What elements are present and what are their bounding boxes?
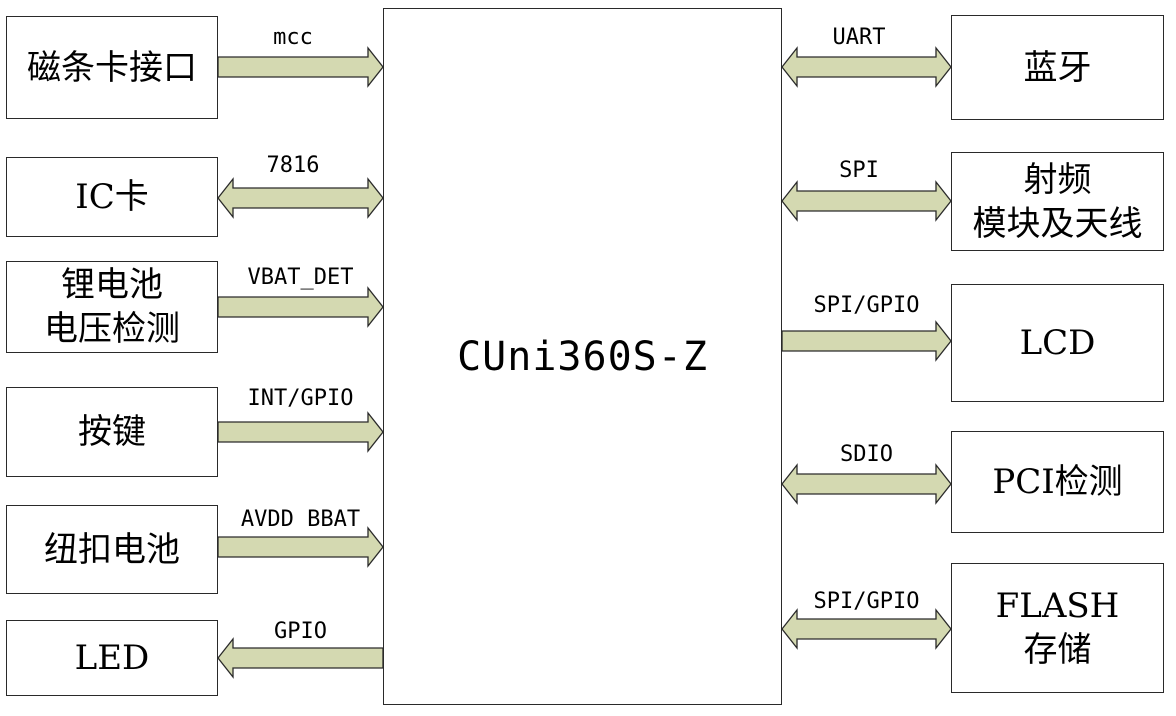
- block-ic-card: IC卡: [6, 157, 218, 237]
- signal-label-spi: SPI: [839, 158, 879, 183]
- core-chip-label: CUni360S-Z: [457, 333, 708, 380]
- arrow-flash: [781, 608, 952, 650]
- signal-label-spi-gpio-flash: SPI/GPIO: [813, 589, 920, 614]
- block-coin-battery: 纽扣电池: [6, 505, 218, 594]
- arrow-led: [217, 637, 384, 679]
- block-battery-detect: 锂电池 电压检测: [6, 261, 218, 353]
- block-flash-label-2: 存储: [1023, 630, 1092, 670]
- arrow-coin-battery: [217, 526, 384, 568]
- arrow-pci: [781, 463, 952, 505]
- signal-label-gpio: GPIO: [274, 619, 327, 644]
- block-rf-label-2: 模块及天线: [972, 203, 1143, 244]
- core-chip: CUni360S-Z: [383, 8, 782, 705]
- arrow-keys: [217, 411, 384, 453]
- block-keys-label: 按键: [78, 412, 146, 452]
- block-keys: 按键: [6, 387, 218, 477]
- block-flash: FLASH 存储: [951, 563, 1164, 693]
- block-led-label: LED: [74, 638, 150, 678]
- block-rf: 射频 模块及天线: [951, 152, 1164, 251]
- arrow-magstripe: [217, 46, 384, 88]
- arrow-ic-card: [217, 177, 384, 219]
- block-bluetooth-label: 蓝牙: [1023, 47, 1092, 88]
- signal-label-7816: 7816: [266, 153, 320, 178]
- block-battery-detect-label-1: 锂电池: [61, 265, 163, 305]
- signal-label-int-gpio: INT/GPIO: [247, 386, 354, 411]
- arrow-lcd: [781, 320, 952, 362]
- block-rf-label-1: 射频: [1023, 159, 1092, 200]
- block-battery-detect-label-2: 电压检测: [44, 309, 180, 349]
- block-pci: PCI检测: [951, 431, 1164, 533]
- block-flash-label-1: FLASH: [995, 586, 1120, 626]
- signal-label-sdio: SDIO: [840, 442, 893, 467]
- block-led: LED: [6, 620, 218, 696]
- signal-label-uart: UART: [832, 25, 886, 50]
- block-magstripe: 磁条卡接口: [6, 16, 218, 119]
- signal-label-spi-gpio-lcd: SPI/GPIO: [813, 293, 920, 318]
- arrow-bluetooth: [781, 46, 952, 88]
- block-ic-card-label: IC卡: [75, 177, 149, 217]
- block-lcd: LCD: [951, 284, 1164, 402]
- signal-label-mcc: mcc: [273, 25, 313, 50]
- signal-label-vbat-det: VBAT_DET: [247, 265, 354, 290]
- block-bluetooth: 蓝牙: [951, 15, 1164, 120]
- signal-label-avdd-bbat: AVDD BBAT: [240, 507, 361, 532]
- arrow-rf: [781, 180, 952, 222]
- block-lcd-label: LCD: [1019, 323, 1096, 363]
- block-coin-battery-label: 纽扣电池: [44, 529, 180, 570]
- arrow-battery-detect: [217, 286, 384, 328]
- block-pci-label: PCI检测: [992, 462, 1123, 502]
- block-magstripe-label: 磁条卡接口: [27, 47, 197, 88]
